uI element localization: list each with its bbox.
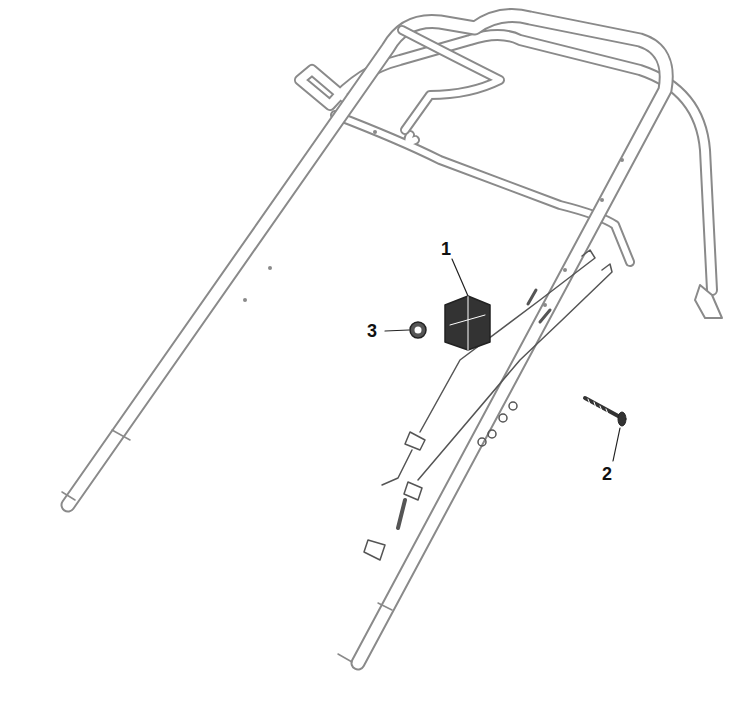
bolt	[585, 398, 626, 426]
handle-tube	[62, 16, 666, 663]
nut	[410, 322, 426, 338]
control-cables	[364, 250, 612, 560]
handle-holes	[243, 130, 624, 307]
callout-number: 1	[441, 240, 451, 258]
callout-number: 3	[367, 322, 377, 340]
leader-lines	[385, 259, 620, 461]
callout-number: 2	[602, 465, 612, 483]
cable-clip	[445, 296, 490, 350]
